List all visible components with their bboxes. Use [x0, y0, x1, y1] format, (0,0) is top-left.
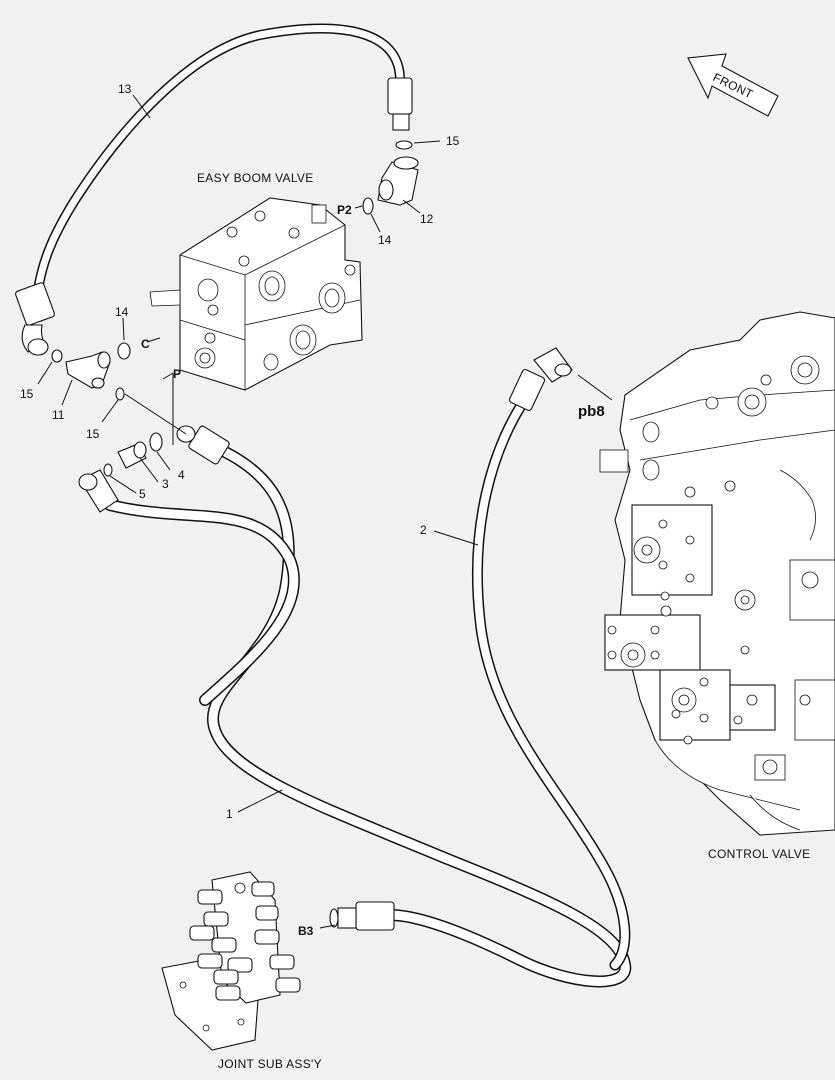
hose-1-upper-fitting — [176, 425, 230, 465]
callout-12: 12 — [420, 212, 434, 226]
callout-5: 5 — [139, 487, 146, 501]
elbow-fitting-12 — [377, 156, 419, 206]
callout-1: 1 — [226, 807, 233, 821]
callout-13: 13 — [118, 82, 132, 96]
control-valve-title: CONTROL VALVE — [708, 847, 810, 861]
hose-13-left-fitting — [15, 282, 55, 356]
easy-boom-valve-title: EASY BOOM VALVE — [197, 171, 314, 185]
callout-4: 4 — [178, 468, 185, 482]
joint-port-fittings — [189, 881, 301, 1001]
o-ring-15-mid — [115, 387, 125, 401]
callout-15-top: 15 — [446, 134, 460, 148]
o-ring-5 — [103, 463, 113, 477]
port-pb8-label: pb8 — [578, 403, 605, 420]
hose-13 — [33, 23, 405, 295]
callout-15-mid: 15 — [86, 427, 100, 441]
control-valve — [599, 311, 835, 836]
hose-1-b3-fitting — [329, 901, 395, 931]
leader-lines — [37, 94, 613, 929]
callout-2: 2 — [420, 523, 427, 537]
hose-2 — [471, 389, 631, 971]
hose-1 — [104, 439, 632, 988]
o-ring-14-right — [362, 197, 374, 215]
front-arrow: FRONT — [687, 53, 779, 117]
o-ring-4 — [149, 432, 163, 452]
callout-11: 11 — [52, 408, 65, 422]
tee-fitting-11 — [65, 351, 111, 389]
o-ring-15-left — [51, 349, 63, 363]
easy-boom-valve — [149, 197, 363, 391]
o-ring-14-left — [117, 342, 131, 360]
callout-15-left: 15 — [20, 387, 34, 401]
hose-1-lower-fitting — [78, 469, 119, 513]
joint-sub-assy-title: JOINT SUB ASS'Y — [218, 1057, 322, 1071]
port-p2-label: P2 — [337, 203, 352, 217]
adapter-3 — [117, 441, 147, 469]
port-p-label: P — [173, 367, 181, 381]
callout-14-right: 14 — [378, 233, 392, 247]
callout-14-left: 14 — [115, 305, 129, 319]
hose-13-top-fitting — [387, 77, 413, 131]
port-c-label: C — [141, 337, 150, 351]
port-b3-label: B3 — [298, 924, 314, 938]
o-ring-15-top — [395, 140, 413, 150]
hose-2-top-fitting — [508, 347, 573, 411]
callout-3: 3 — [162, 477, 169, 491]
joint-sub-assy — [161, 871, 301, 1051]
